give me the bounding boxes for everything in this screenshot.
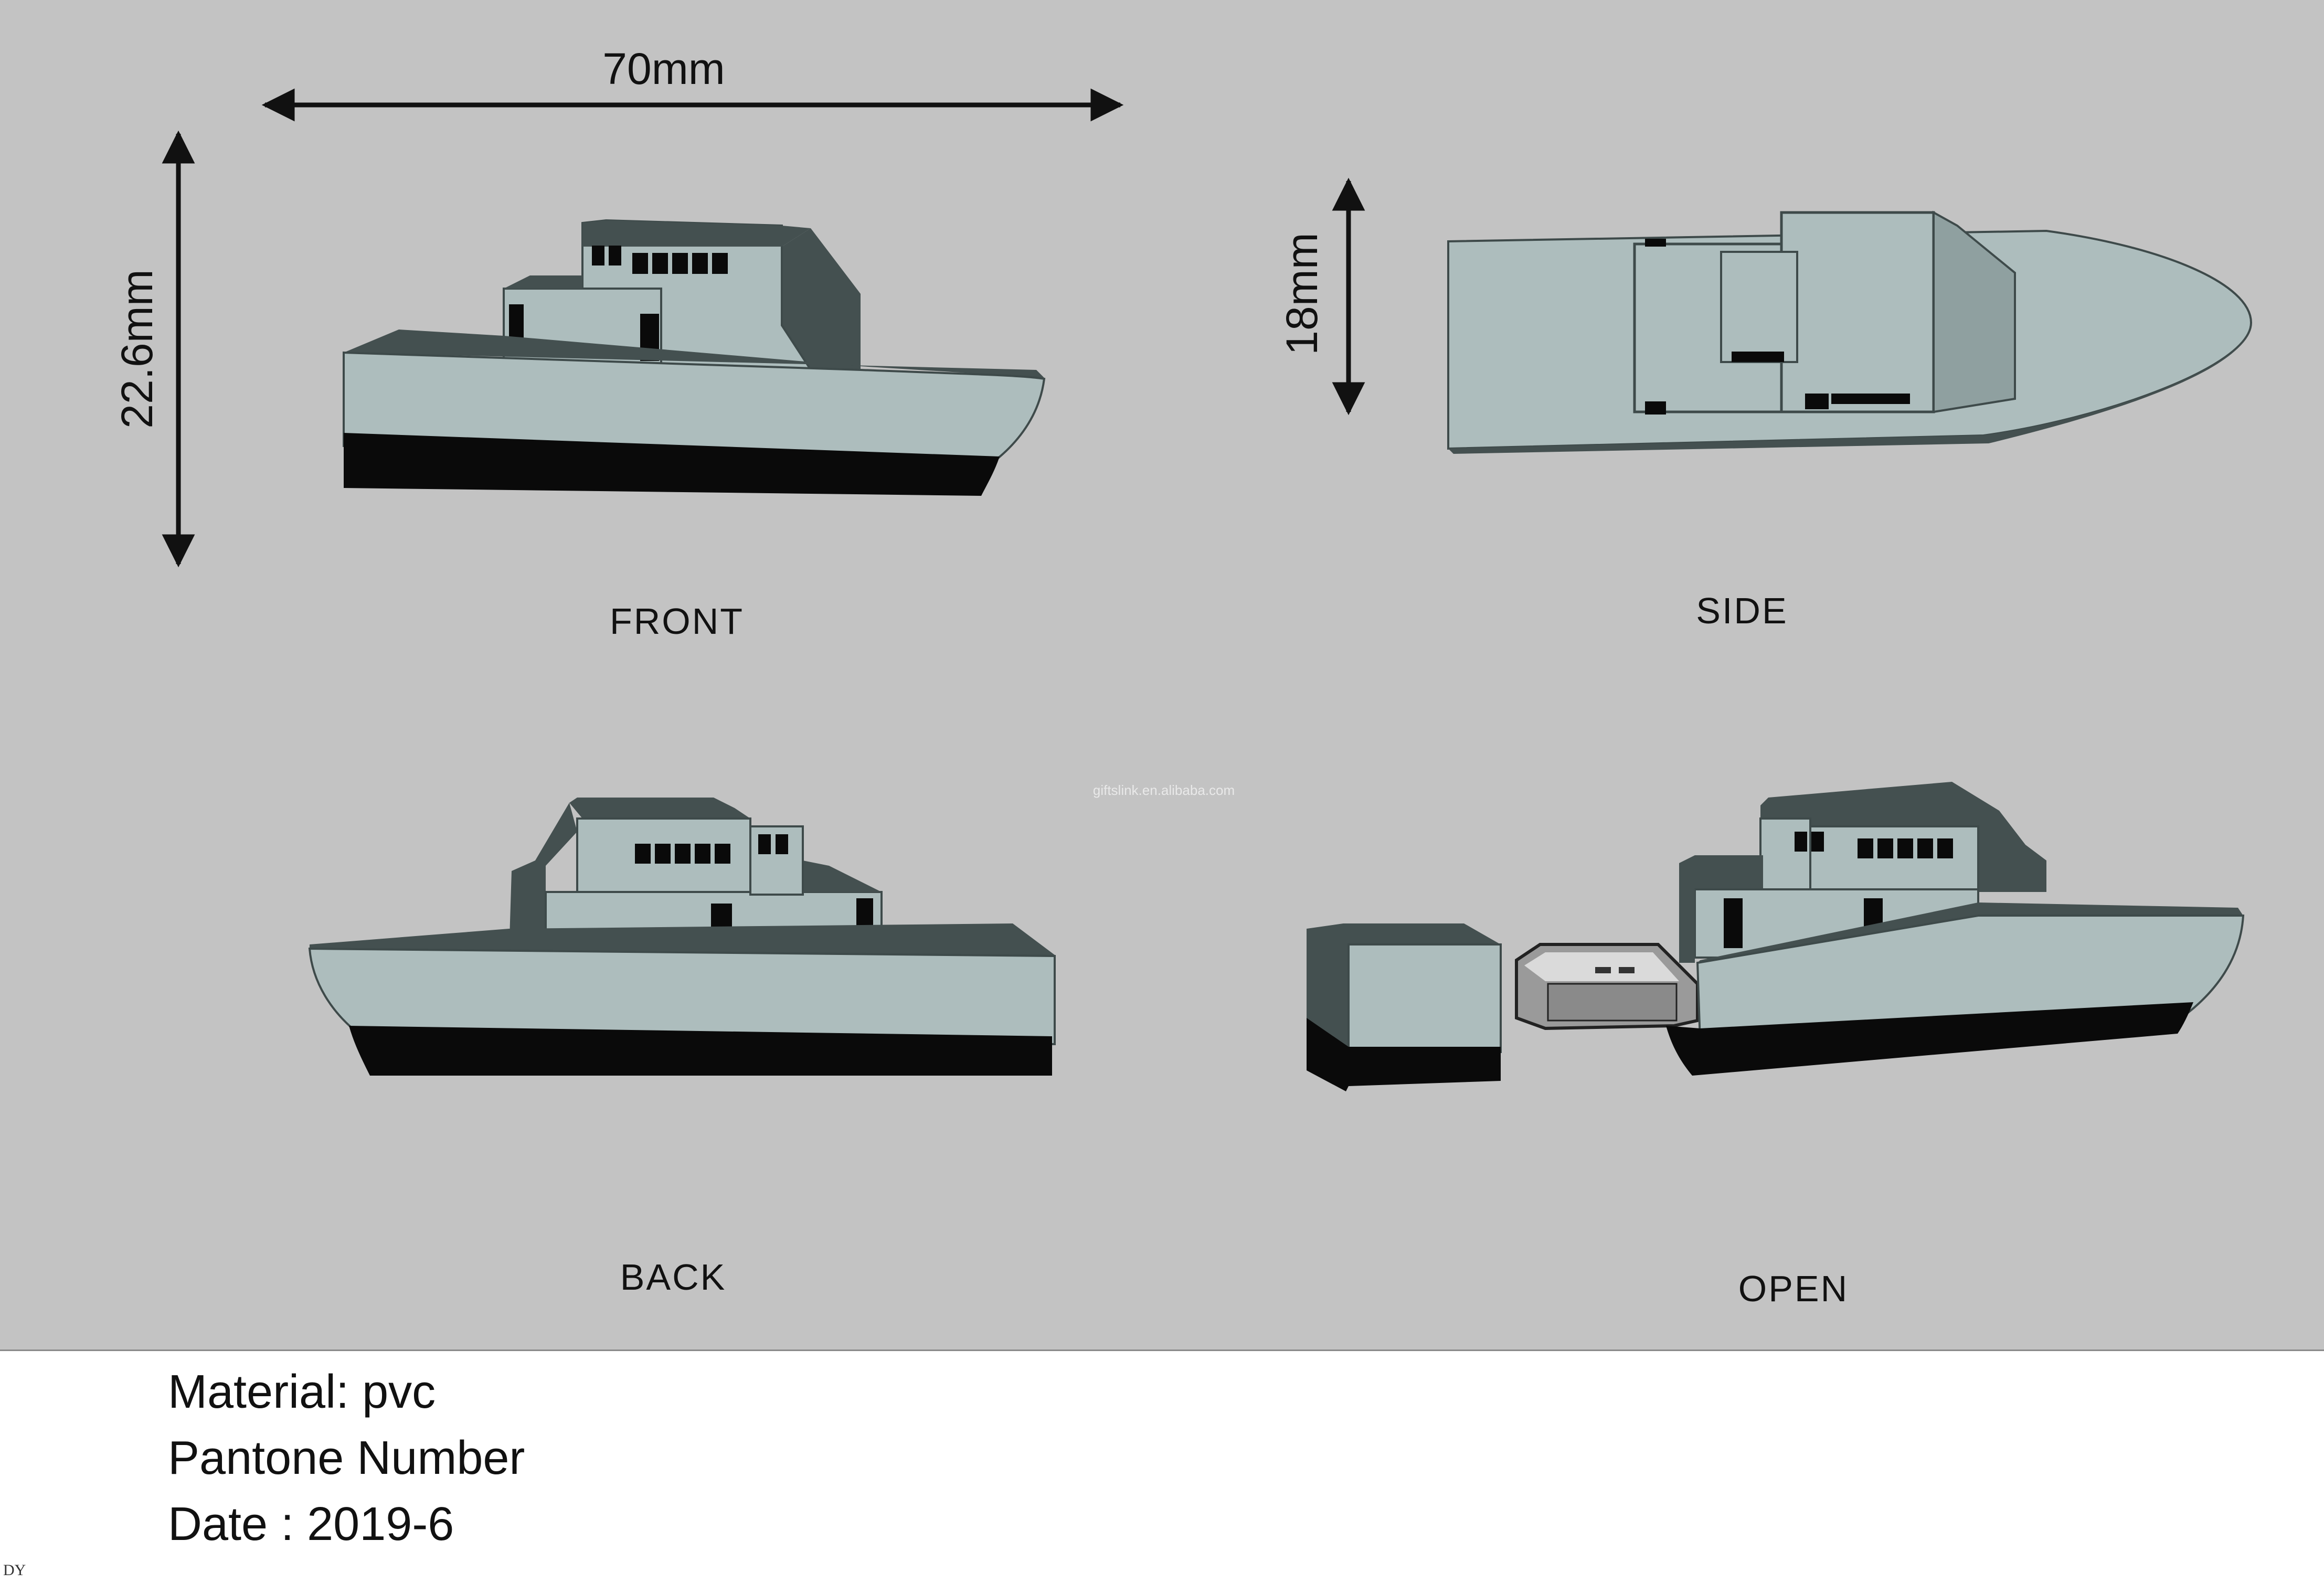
open-window [1937,838,1953,858]
front-view-label: FRONT [610,601,744,642]
front-window [712,253,728,274]
front-window [632,253,648,274]
open-view-boat [1307,782,2245,1091]
back-window [655,844,671,864]
back-keel [349,1026,1052,1076]
back-view-label: BACK [620,1257,727,1298]
corner-code: DY [3,1561,26,1579]
front-window [692,253,708,274]
back-window [695,844,710,864]
front-window [592,246,604,265]
open-window [1897,838,1913,858]
open-deck [1697,902,2243,963]
front-window [609,246,621,265]
side-top-cabin [1720,251,1798,363]
height-dimension: 22.6mm [112,130,195,568]
watermark: giftslink.en.alibaba.com [1093,782,1235,798]
open-window [1858,838,1873,858]
back-bridge-side [509,803,577,955]
back-bridge-roof [569,798,750,819]
usb-contact-hole [1595,967,1611,973]
open-window [1917,838,1933,858]
pantone-line: Pantone Number [168,1432,525,1484]
length-dimension-label: 70mm [602,44,725,93]
height-dimension-label: 22.6mm [112,269,162,428]
width-dimension-label: 18mm [1277,232,1327,355]
drawing-panel: 70mm 22.6mm 18mm [0,0,2324,1351]
side-window-strip [1831,394,1910,404]
usb-connector [1515,943,1699,1030]
side-view-boat [1447,210,2253,454]
front-keel [344,433,1000,496]
front-bridge-roof [582,220,811,247]
width-dimension: 18mm [1277,177,1365,416]
length-dimension: 70mm [261,44,1124,122]
usb-plug-face [1547,983,1678,1022]
side-marker [1805,394,1829,409]
side-bridge-front [1933,210,2016,413]
usb-plug-top [1524,952,1679,981]
material-line: Material: pvc [168,1366,436,1418]
usb-cap-base [1307,1018,1501,1091]
front-view-boat [343,219,1046,496]
usb-cap-face [1347,943,1502,1053]
side-marker [1645,401,1666,415]
side-marker [1645,239,1666,247]
open-window [1811,832,1824,852]
back-window [675,844,691,864]
open-view-label: OPEN [1738,1268,1849,1309]
open-lower-cabin-side [1679,863,1695,963]
product-drawing: 70mm 22.6mm 18mm [112,44,2253,1309]
front-bridge-side [782,228,861,378]
back-window [635,844,651,864]
front-window [652,253,668,274]
back-window [758,834,771,854]
open-window [1795,832,1807,852]
open-keel [1666,1002,2193,1076]
back-window [776,834,788,854]
spec-block: Material: pvc Pantone Number Date : 2019… [168,1359,1007,1557]
front-hull [343,351,1046,469]
back-view-boat [308,798,1056,1076]
usb-contact-hole [1619,967,1635,973]
open-door [1724,898,1743,948]
side-window-strip [1732,352,1784,362]
open-lower-cabin-roof [1679,855,1763,892]
usb-cap [1307,923,1502,1091]
usb-cap-top [1307,923,1501,944]
date-line: Date : 2019-6 [168,1498,454,1550]
open-window [1877,838,1893,858]
front-windows [509,246,728,361]
front-deck [344,330,1044,378]
back-window [715,844,730,864]
front-window [672,253,688,274]
side-view-label: SIDE [1696,590,1788,631]
front-lower-cabin-roof [504,275,582,289]
side-bridge [1780,211,1935,413]
open-side-cabin [1759,817,1811,893]
